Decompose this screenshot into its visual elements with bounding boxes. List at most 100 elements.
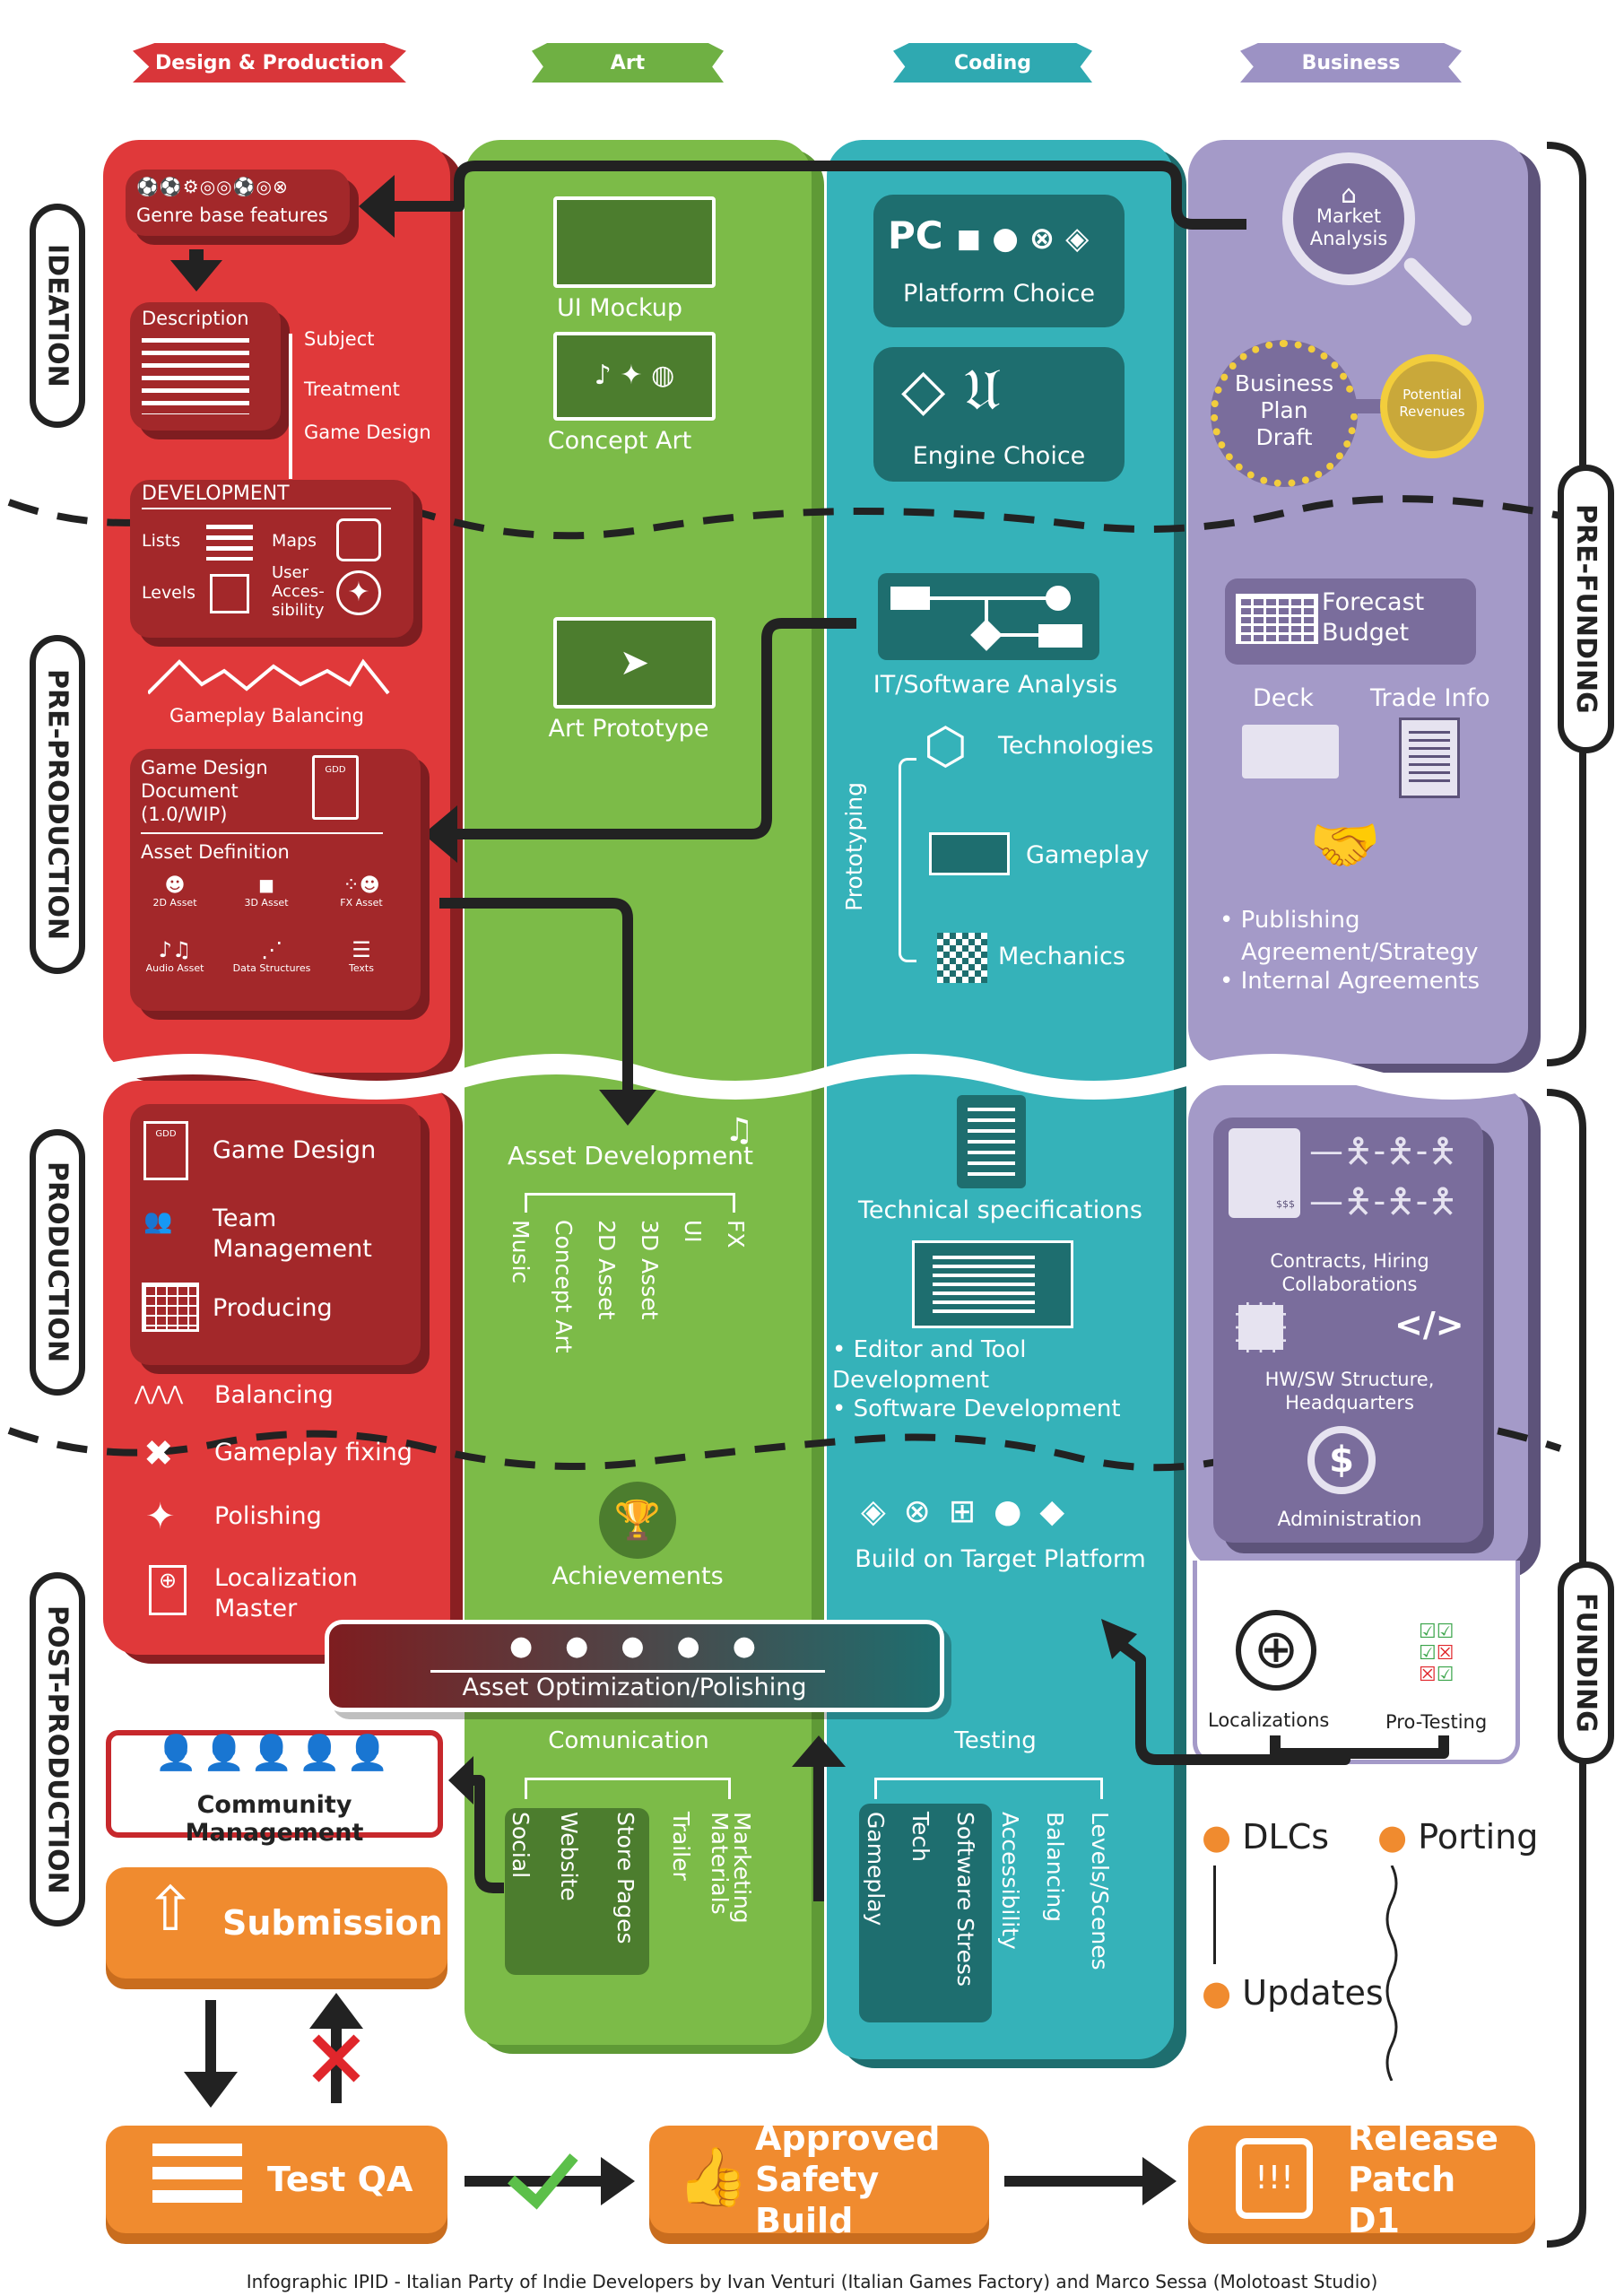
business-bullet-publishing: Publishing Agreement/Strategy [1220, 904, 1515, 969]
contract-icon: $$$ [1229, 1128, 1300, 1218]
asset-fx-label: FX Asset [340, 897, 383, 909]
levels-icon [210, 574, 249, 613]
engine-choice-label: Engine Choice [912, 442, 1086, 470]
gdd-book-icon: GDD [312, 755, 359, 820]
community-people-icon: 👤👤👤👤👤 [154, 1733, 395, 1772]
dev-levels: Levels [142, 583, 196, 603]
planet-icon: ♪ ✦ ◍ [594, 360, 675, 391]
gdd-divider [141, 832, 383, 834]
zigzag-small-icon: ⋀⋀⋀ [135, 1383, 184, 1405]
asset-item-ui: UI [680, 1220, 706, 1243]
porting-dot-icon: ● [1377, 1817, 1408, 1857]
genre-box [126, 170, 350, 236]
description-item-subject: Subject [304, 328, 375, 350]
updates-label: Updates [1242, 1973, 1384, 2013]
coding-bullet-editor: Editor and Tool Development [832, 1335, 1101, 1396]
dlc-updates-line [1213, 1866, 1216, 1964]
sparkle-icon: ✦ [145, 1496, 176, 1537]
deck-label: Deck [1253, 684, 1314, 712]
asset-item-fx: FX [723, 1220, 749, 1248]
trade-info-icon [1399, 718, 1460, 798]
platform-choice-label: Platform Choice [903, 280, 1095, 308]
ribbon-design-production: Design & Production [133, 43, 406, 83]
prod-team-management: Team Management [213, 1205, 372, 1263]
prod-producing: Producing [213, 1294, 333, 1322]
asset-item-music: Music [508, 1220, 534, 1284]
dlcs-dot-icon: ● [1202, 1817, 1232, 1857]
engine-icons: ◇ 𝔘 [901, 357, 1001, 423]
asset-3d: ◼3D Asset [226, 874, 307, 909]
gameplay-screen-icon [929, 832, 1010, 875]
map-icon [336, 518, 381, 561]
arrowhead-qa [601, 2157, 635, 2205]
ribbon-art: Art [532, 43, 724, 83]
asset-2d: ☻2D Asset [135, 874, 215, 909]
ui-mockup-screen [553, 196, 716, 288]
spaceship-icon: ➤ [619, 642, 650, 683]
gameplay-balancing-label: Gameplay Balancing [169, 705, 364, 726]
gdd-box [130, 749, 421, 1011]
qa-checklist-icon [152, 2144, 242, 2213]
phase-pre-funding: PRE-FUNDING [1558, 465, 1614, 753]
communication-bracket [525, 1778, 731, 1799]
localization-area [1193, 1561, 1520, 1764]
proto-mechanics: Mechanics [998, 943, 1125, 970]
achievements-label: Achievements [551, 1562, 724, 1590]
arrowhead-assetdev [599, 1090, 656, 1126]
submission-button[interactable]: Submission [106, 1867, 447, 1979]
approved-label: Approved Safety Build [755, 2118, 941, 2240]
communication-dark-box [505, 1808, 649, 1975]
arrowhead-gdd [423, 805, 457, 863]
handshake-icon: 🤝 [1309, 813, 1381, 879]
community-management-label: Community Management [185, 1791, 364, 1847]
dashed-line-postproduction [7, 1415, 1562, 1472]
asset-item-concept-art: Concept Art [551, 1220, 577, 1353]
development-title: DEVELOPMENT [142, 483, 290, 505]
contracts-label: Contracts, Hiring Collaborations [1270, 1250, 1429, 1295]
text-lines-icon: ☰ [352, 937, 371, 962]
pc-label: PC [888, 213, 943, 257]
test-item-tech: Tech [908, 1812, 934, 1862]
stopwatch-dollar-icon: $ [1307, 1426, 1376, 1494]
ui-mockup-label: UI Mockup [556, 294, 683, 322]
asset-fx: ⁘☻FX Asset [321, 874, 402, 909]
post-localization-master: Localization Master [214, 1564, 358, 1622]
code-symbol-icon: </> [1394, 1305, 1464, 1344]
comm-item-store-pages: Store Pages [612, 1812, 638, 1944]
connector-market-to-genre [386, 161, 1246, 230]
porting-label: Porting [1418, 1817, 1539, 1857]
engine-choice-box [873, 347, 1125, 482]
document-lines-icon [142, 338, 249, 414]
release-label: Release Patch D1 [1348, 2118, 1498, 2240]
prod-game-design: Game Design [213, 1136, 377, 1164]
gdd-title: Game Design Document (1.0/WIP) [141, 757, 268, 825]
balancing-zigzag-icon [148, 658, 390, 695]
dlcs-label: DLCs [1242, 1817, 1330, 1857]
asset-optimization-bar [325, 1620, 944, 1712]
administration-label: Administration [1277, 1509, 1422, 1531]
platform-choice-box [873, 195, 1125, 327]
test-item-levels: Levels/Scenes [1087, 1812, 1113, 1970]
post-gameplay-fixing: Gameplay fixing [214, 1439, 413, 1466]
arrowhead-build [1101, 1619, 1137, 1659]
business-plan-label: Business Plan Draft [1234, 370, 1334, 450]
asset-item-3d: 3D Asset [637, 1220, 663, 1320]
testing-label: Testing [954, 1727, 1037, 1754]
approved-build-button[interactable]: Approved Safety Build [649, 2118, 989, 2240]
calendar-icon: !!! [1236, 2138, 1313, 2219]
upload-arrow-icon: ⇧ [144, 1874, 196, 1945]
deck-icon [1242, 725, 1339, 778]
gdd-small-label: GDD [155, 1129, 177, 1139]
testing-dark-box [859, 1804, 992, 2022]
comm-item-trailer: Trailer [668, 1812, 694, 1881]
asset-definition-title: Asset Definition [141, 841, 290, 863]
prototyping-label: Prototyping [841, 782, 867, 911]
editor-screen-icon [912, 1240, 1073, 1328]
market-analysis-label: Market Analysis [1309, 205, 1388, 249]
description-item-treatment: Treatment [304, 378, 400, 400]
asset-data-label: Data Structures [232, 962, 311, 974]
arrowhead-submission-up [309, 1993, 363, 2029]
flowchart-icon [890, 586, 1082, 651]
cube-icon: ◼ [257, 874, 275, 897]
community-management-box [106, 1730, 443, 1838]
